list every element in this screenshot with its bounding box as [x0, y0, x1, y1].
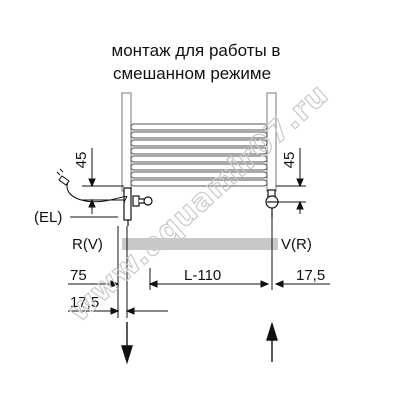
- caption-line-1: монтаж для работы в: [112, 41, 281, 60]
- caption-line-2: смешанном режиме: [113, 64, 271, 83]
- left-width-label: 75: [70, 267, 87, 284]
- radiator-tube: [130, 131, 268, 139]
- watermark-text: www.aquamir07.ru: [61, 77, 335, 329]
- flow-label: V(R): [281, 236, 312, 253]
- bottom-edge-dimension: [68, 307, 168, 315]
- dim-arrow: [148, 280, 158, 288]
- left-edge-label: 17,5: [70, 294, 99, 311]
- left-collector: [121, 92, 132, 192]
- radiator-tube: [130, 171, 268, 179]
- arrow-down-icon: [121, 345, 133, 365]
- radiator-tube: [130, 147, 268, 155]
- radiator-tube: [130, 179, 268, 187]
- radiator-tube: [130, 123, 268, 131]
- right-45-dimension: [276, 148, 306, 214]
- dim-arrow: [274, 280, 284, 288]
- heating-element: [123, 187, 132, 221]
- dim-arrow: [88, 178, 96, 188]
- right-connection: [265, 189, 279, 218]
- radiator-tubes: [130, 123, 268, 187]
- dim-arrow: [110, 280, 120, 288]
- right-45-label: 45: [281, 152, 298, 169]
- left-45-dimension: [82, 148, 124, 214]
- dim-arrow: [125, 307, 135, 315]
- left-connection: [123, 187, 153, 226]
- arrow-up-icon: [266, 321, 278, 341]
- plug-prongs: [56, 168, 64, 176]
- axis-lines: [117, 218, 273, 318]
- radiator-tube: [130, 155, 268, 163]
- element-label: (EL): [34, 209, 62, 226]
- dim-arrow: [296, 178, 304, 188]
- flow-arrows: [121, 321, 278, 365]
- cable-line: [66, 181, 128, 205]
- radiator-tube: [130, 139, 268, 147]
- dim-arrow: [110, 307, 120, 315]
- return-label: R(V): [72, 236, 103, 253]
- valve-body: [132, 195, 140, 207]
- width-dimensions: [68, 268, 330, 290]
- center-width-label: L-110: [184, 267, 221, 284]
- feed-pipe: [122, 238, 278, 250]
- right-edge-label: 17,5: [296, 267, 325, 284]
- dim-arrow: [296, 200, 304, 210]
- plug-icon: [58, 175, 70, 186]
- left-45-label: 45: [73, 152, 90, 169]
- towel-radiator: [121, 92, 277, 192]
- valve-knob: [143, 196, 153, 206]
- dim-arrow: [88, 198, 96, 208]
- dim-arrow: [260, 280, 270, 288]
- radiator-tube: [130, 163, 268, 171]
